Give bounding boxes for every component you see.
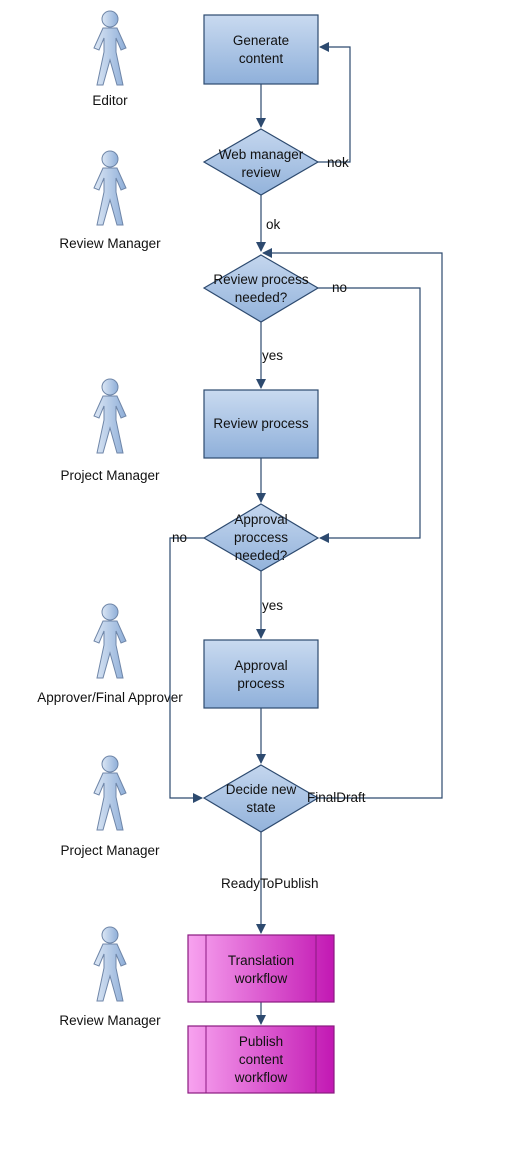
- decision-approval-process-needed: Approval proccess needed?: [202, 503, 320, 572]
- edge-finaldraft-loop: [262, 248, 443, 799]
- node-text: Approval: [234, 512, 287, 527]
- actor-label: Review Manager: [59, 236, 161, 251]
- edges: [169, 42, 443, 1025]
- label-approval-yes: yes: [262, 598, 283, 613]
- label-ok: ok: [266, 217, 281, 232]
- label-review-no: no: [332, 280, 347, 295]
- node-text: needed?: [235, 290, 288, 305]
- node-text: proccess: [234, 530, 288, 545]
- node-text: content: [239, 1052, 284, 1067]
- edge-review-no: [318, 287, 421, 543]
- node-text: review: [241, 165, 280, 180]
- subprocess-publish-content-workflow: Publish content workflow: [187, 1025, 335, 1094]
- actor-editor: Editor: [92, 10, 128, 108]
- actor-approver: Approver/Final Approver: [37, 603, 183, 705]
- node-generate-content: Generate content: [203, 14, 319, 85]
- actor-label: Editor: [92, 93, 128, 108]
- actor-label: Project Manager: [60, 468, 160, 483]
- subprocess-translation-workflow: Translation workflow: [187, 934, 335, 1003]
- node-text: Translation: [228, 953, 294, 968]
- node-text: workflow: [234, 971, 288, 986]
- label-review-yes: yes: [262, 348, 283, 363]
- actor-label: Project Manager: [60, 843, 160, 858]
- actor-project-manager-2: Project Manager: [60, 755, 160, 858]
- actor-review-manager: Review Manager: [59, 150, 161, 251]
- node-text: Web manager: [219, 147, 304, 162]
- node-text: content: [239, 51, 284, 66]
- actor-project-manager: Project Manager: [60, 378, 160, 483]
- label-ready-to-publish: ReadyToPublish: [221, 876, 319, 891]
- node-text: Decide new: [226, 782, 297, 797]
- decision-web-manager-review: Web manager review: [202, 128, 320, 196]
- node-review-process: Review process: [203, 389, 319, 459]
- node-text: Review process: [213, 272, 309, 287]
- label-final-draft: FinalDraft: [307, 790, 366, 805]
- edge-approval-no: [169, 537, 204, 803]
- node-text: workflow: [234, 1070, 288, 1085]
- actor-label: Approver/Final Approver: [37, 690, 183, 705]
- label-nok: nok: [327, 155, 349, 170]
- node-text: state: [246, 800, 275, 815]
- node-text: Publish: [239, 1034, 283, 1049]
- node-approval-process: Approval process: [203, 639, 319, 709]
- label-approval-no: no: [172, 530, 187, 545]
- actor-review-manager-2: Review Manager: [59, 926, 161, 1028]
- node-text: Approval: [234, 658, 287, 673]
- node-text: needed?: [235, 548, 288, 563]
- decision-review-process-needed: Review process needed?: [202, 254, 320, 323]
- edge-nok-loop: [318, 42, 351, 163]
- node-text: process: [237, 676, 285, 691]
- decision-decide-new-state: Decide new state: [202, 764, 320, 833]
- node-text: Generate: [233, 33, 289, 48]
- actor-label: Review Manager: [59, 1013, 161, 1028]
- node-text: Review process: [213, 416, 309, 431]
